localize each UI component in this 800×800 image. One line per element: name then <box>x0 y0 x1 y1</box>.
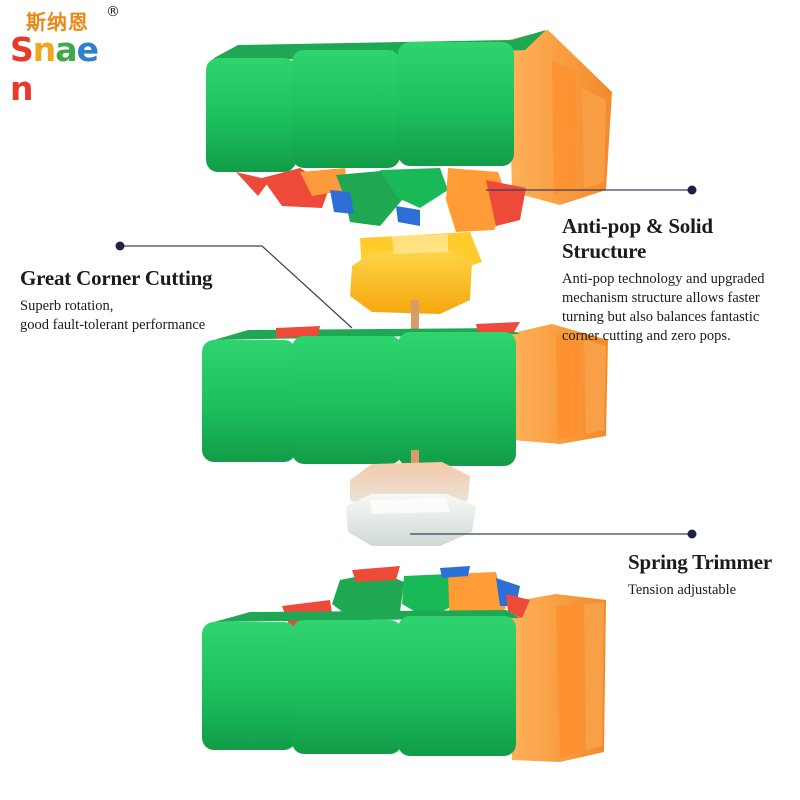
corner-leader-line <box>120 245 353 329</box>
yellow-core-piece <box>350 232 482 340</box>
top-layer <box>206 30 612 232</box>
wordmark-letter: a <box>55 30 77 69</box>
feature-corner-cutting: Great Corner Cutting Superb rotation, go… <box>20 266 260 335</box>
feature-spring-trimmer: Spring Trimmer Tension adjustable <box>628 550 798 600</box>
feature-anti-pop: Anti-pop & Solid Structure Anti-pop tech… <box>562 214 798 346</box>
bottom-layer <box>202 566 606 762</box>
wordmark-letter: n <box>10 69 33 108</box>
description-line: Tension adjustable <box>628 582 737 598</box>
callout-lines <box>115 185 697 539</box>
corner-dot <box>115 241 125 251</box>
middle-facelet <box>398 332 516 466</box>
feature-title: Great Corner Cutting <box>20 266 213 290</box>
feature-description: Anti-pop technology and upgraded mechani… <box>562 270 798 346</box>
axle-upper <box>411 300 419 340</box>
top-facelet <box>206 58 296 172</box>
description-line: turning but also balances fantastic <box>562 309 760 325</box>
bottom-facelet <box>202 622 296 750</box>
middle-facelet <box>202 340 296 462</box>
brand-logo: 斯纳恩 ® Snaen <box>10 4 120 108</box>
feature-title: Spring Trimmer <box>628 550 772 574</box>
wordmark-letter: e <box>76 30 99 69</box>
description-line: good fault-tolerant performance <box>20 317 206 333</box>
brand-chinese-name: 斯纳恩 <box>26 10 89 34</box>
description-line: mechanism structure allows faster <box>562 290 760 306</box>
spring-dot <box>687 529 697 539</box>
registered-mark: ® <box>106 4 120 20</box>
bottom-facelet <box>398 616 516 756</box>
middle-layer <box>202 322 608 478</box>
description-line: Anti-pop technology and upgraded <box>562 271 765 287</box>
top-facelet <box>292 50 400 168</box>
bottom-facelet <box>292 620 402 754</box>
wordmark-letter: n <box>32 30 56 69</box>
brand-wordmark: Snaen <box>10 30 120 108</box>
description-line: Superb rotation, <box>20 298 114 314</box>
middle-facelet <box>292 336 402 464</box>
top-facelet <box>398 42 514 166</box>
spring-center-piece <box>346 462 476 546</box>
feature-description: Superb rotation, good fault-tolerant per… <box>20 297 260 335</box>
feature-description: Tension adjustable <box>628 581 798 600</box>
anti-pop-dot <box>687 185 697 195</box>
description-line: corner cutting and zero pops. <box>562 328 731 344</box>
wordmark-letter: S <box>10 30 34 69</box>
feature-title: Anti-pop & Solid Structure <box>562 214 713 263</box>
